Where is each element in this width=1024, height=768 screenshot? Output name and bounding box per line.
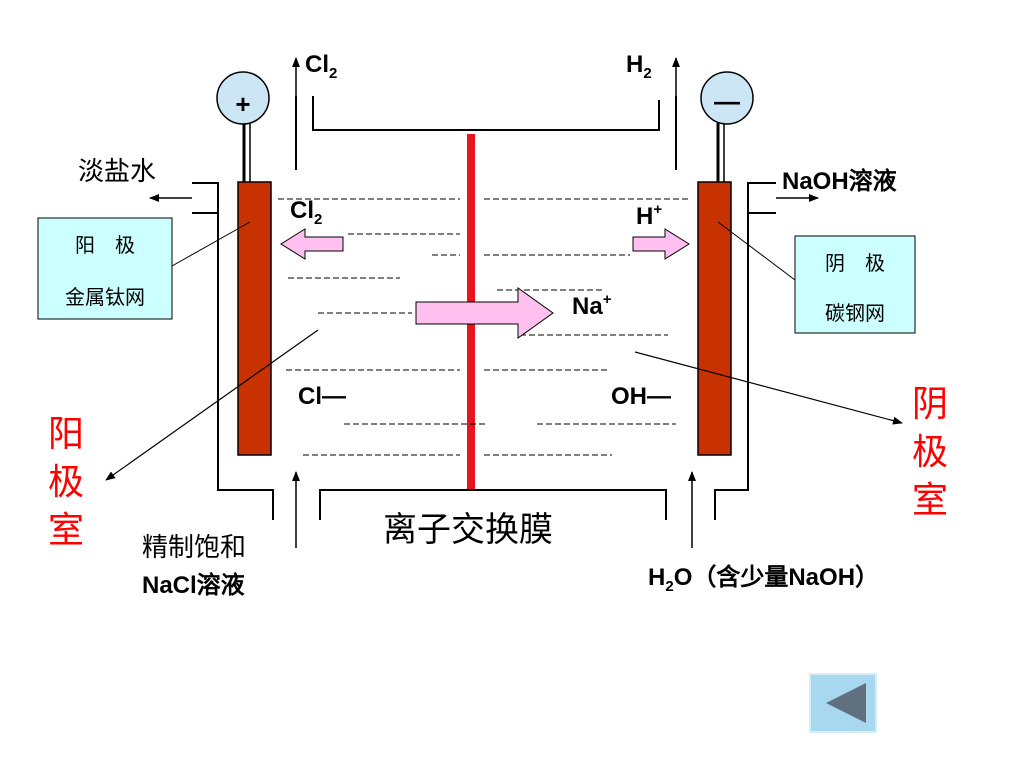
anode-chamber-char-1: 阳 <box>48 414 84 455</box>
cathode-chamber-label: 阴 极 室 <box>912 384 948 521</box>
anode-chamber-char-3: 室 <box>48 510 84 551</box>
anode-label-box <box>37 217 173 320</box>
cl2-inner-label: Cl2 <box>290 197 322 228</box>
left-outer-wall <box>192 182 274 520</box>
anode-title: 阳 极 <box>75 233 135 257</box>
cell-top-wall <box>312 96 660 131</box>
right-outer-wall <box>714 182 776 520</box>
minus-sign: — <box>714 86 740 116</box>
anode-plate <box>237 181 272 456</box>
cathode-chamber-char-2: 极 <box>912 432 948 473</box>
anode-chamber-char-2: 极 <box>48 462 84 503</box>
cathode-chamber-char-3: 室 <box>912 480 948 521</box>
anode-material: 金属钛网 <box>65 285 145 309</box>
cathode-label-box <box>794 235 916 334</box>
cathode-material: 碳钢网 <box>825 301 885 325</box>
cl2-top-label: Cl2 <box>305 51 337 82</box>
anode-chamber-label: 阳 极 室 <box>48 414 84 551</box>
h-plus-label: H+ <box>636 201 662 230</box>
back-button[interactable] <box>809 673 877 733</box>
plus-sign: + <box>235 89 250 119</box>
cathode-chamber-pointer <box>634 351 903 425</box>
membrane-label: 离子交换膜 <box>383 510 553 550</box>
na-plus-migration-arrow <box>415 287 554 339</box>
cathode-plate <box>697 181 732 456</box>
anode-label-leader <box>171 221 251 267</box>
anode-terminal: + <box>216 71 270 185</box>
cathode-terminal: — <box>700 71 754 185</box>
inlet-left-line1: 精制饱和 <box>142 533 246 563</box>
cathode-title: 阴 极 <box>825 251 885 275</box>
cl2-left-arrow <box>280 228 344 260</box>
cathode-label-leader <box>717 221 796 281</box>
h-plus-right-arrow <box>632 228 690 260</box>
dilute-brine-label: 淡盐水 <box>78 157 156 187</box>
anode-chamber-pointer <box>105 329 319 481</box>
cell-bottom-wall <box>319 489 667 520</box>
cl-minus-label: Cl— <box>298 383 346 410</box>
cell-outline <box>192 96 776 520</box>
triangle-left-icon <box>826 683 866 723</box>
inlet-right-label: H2O（含少量NaOH） <box>648 563 879 595</box>
inlet-left-line2: NaCl溶液 <box>142 571 245 599</box>
h2-top-label: H2 <box>626 51 652 82</box>
anode-terminal-circle <box>216 71 270 125</box>
solution-level-lines <box>278 198 690 456</box>
cathode-terminal-circle <box>700 71 754 125</box>
cathode-chamber-char-1: 阴 <box>912 384 948 425</box>
oh-minus-label: OH— <box>611 383 671 410</box>
naoh-solution-label: NaOH溶液 <box>782 167 897 195</box>
na-plus-label: Na+ <box>572 291 612 320</box>
